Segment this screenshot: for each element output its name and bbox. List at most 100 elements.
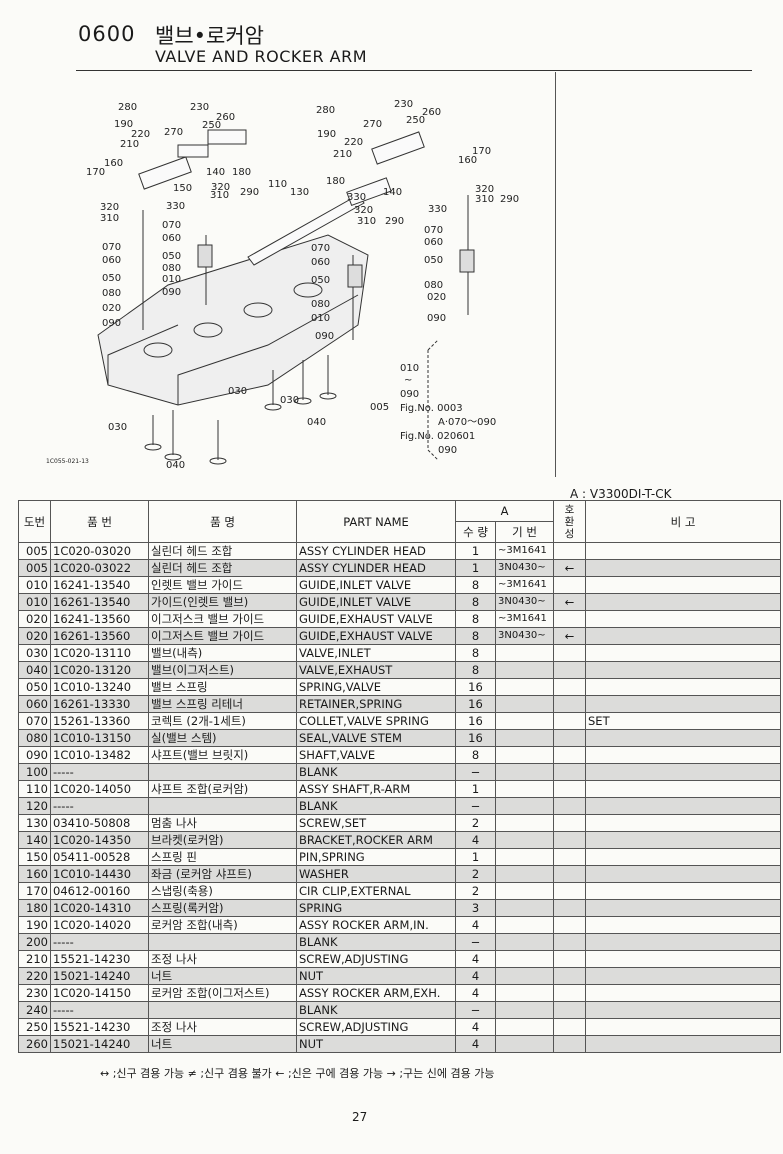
part-number: 16261-13540 [50, 593, 149, 611]
part-name-korean: 너트 [148, 1035, 297, 1053]
quantity: − [455, 933, 496, 951]
ref-number: 040 [18, 661, 51, 679]
interchangeability [553, 576, 586, 594]
interchangeability [553, 814, 586, 832]
remarks [585, 1018, 781, 1036]
serial-range [495, 763, 554, 781]
part-number: 1C010-13240 [50, 678, 149, 696]
callout: 280 [316, 105, 335, 116]
part-number: 05411-00528 [50, 848, 149, 866]
callout: 080 [311, 299, 330, 310]
interchangeability [553, 661, 586, 679]
callout: 060 [311, 257, 330, 268]
col-header-part-number: 품 번 [50, 500, 149, 543]
serial-range: 3N0430~ [495, 593, 554, 611]
callout: 290 [385, 216, 404, 227]
quantity: 2 [455, 865, 496, 883]
serial-range: ~3M1641 [495, 576, 554, 594]
callout: 170 [86, 167, 105, 178]
serial-range [495, 1001, 554, 1019]
remarks [585, 729, 781, 747]
part-name-korean: 로커암 조합(내측) [148, 916, 297, 934]
callout: 050 [162, 251, 181, 262]
part-number: 1C020-13110 [50, 644, 149, 662]
ref-number: 030 [18, 644, 51, 662]
callouts-right: 280 230 260 270 250 190 220 170 210 160 … [280, 99, 519, 428]
callout: 030 [108, 422, 127, 433]
ref-number: 005 [18, 542, 51, 560]
callout: 070 [311, 243, 330, 254]
callout: 090 [162, 287, 181, 298]
part-name-english: COLLET,VALVE SPRING [296, 712, 456, 730]
callout: 150 [173, 183, 192, 194]
header-rule [76, 70, 752, 71]
callout: 220 [344, 137, 363, 148]
serial-range: 3N0430~ [495, 627, 554, 645]
remarks [585, 559, 781, 577]
part-number: 1C020-14350 [50, 831, 149, 849]
part-number: 15021-14240 [50, 1035, 149, 1053]
callout: 090 [427, 313, 446, 324]
part-number: 16241-13540 [50, 576, 149, 594]
quantity: 8 [455, 627, 496, 645]
callout: 170 [472, 146, 491, 157]
ref-number: 260 [18, 1035, 51, 1053]
part-name-english: GUIDE,EXHAUST VALVE [296, 627, 456, 645]
part-name-korean: 밸브(이그저스트) [148, 661, 297, 679]
part-name-korean: 로커암 조합(이그저스트) [148, 984, 297, 1002]
quantity: 8 [455, 644, 496, 662]
quantity: 1 [455, 848, 496, 866]
part-name-english: BLANK [296, 763, 456, 781]
ref-number: 180 [18, 899, 51, 917]
quantity: 16 [455, 729, 496, 747]
interchangeability [553, 882, 586, 900]
range-tilde: ~ [404, 375, 412, 386]
callout: 280 [118, 102, 137, 113]
interchangeability [553, 678, 586, 696]
callout: 050 [102, 273, 121, 284]
quantity: 4 [455, 967, 496, 985]
callout: 130 [290, 187, 309, 198]
interchangeability: ← [553, 627, 586, 645]
part-name-korean: 밸브 스프링 [148, 678, 297, 696]
serial-range: 3N0430~ [495, 559, 554, 577]
callout: 070 [102, 242, 121, 253]
callout: 060 [102, 255, 121, 266]
remarks [585, 831, 781, 849]
col-header-ref: 도번 [18, 500, 51, 543]
callout: 040 [307, 417, 326, 428]
quantity: 8 [455, 610, 496, 628]
figure-reference-note: 010 ~ 090 005 Fig.No. 0003 A·070～090 Fig… [370, 363, 496, 456]
section-title-korean: 밸브•로커암 [155, 24, 264, 48]
range-start: 010 [400, 363, 419, 374]
part-name-korean: 이그저스크 밸브 가이드 [148, 610, 297, 628]
remarks [585, 848, 781, 866]
ref-number: 090 [18, 746, 51, 764]
interchangeability [553, 933, 586, 951]
callout: 210 [333, 149, 352, 160]
part-name-english: SPRING,VALVE [296, 678, 456, 696]
remarks [585, 797, 781, 815]
serial-range [495, 1018, 554, 1036]
parts-table: 도번 품 번 품 명 PART NAME A 호 환 성 비 고 수 량 기 번… [18, 500, 781, 1053]
part-name-korean [148, 797, 297, 815]
col-header-part-name: PART NAME [296, 500, 456, 543]
quantity: 8 [455, 593, 496, 611]
remarks [585, 542, 781, 560]
remarks [585, 644, 781, 662]
figure-ref-a-range: A·070～090 [438, 417, 496, 428]
remarks [585, 984, 781, 1002]
callout: 260 [216, 112, 235, 123]
quantity: 16 [455, 695, 496, 713]
callout: 080 [102, 288, 121, 299]
part-name-korean: 스프링(록커암) [148, 899, 297, 917]
